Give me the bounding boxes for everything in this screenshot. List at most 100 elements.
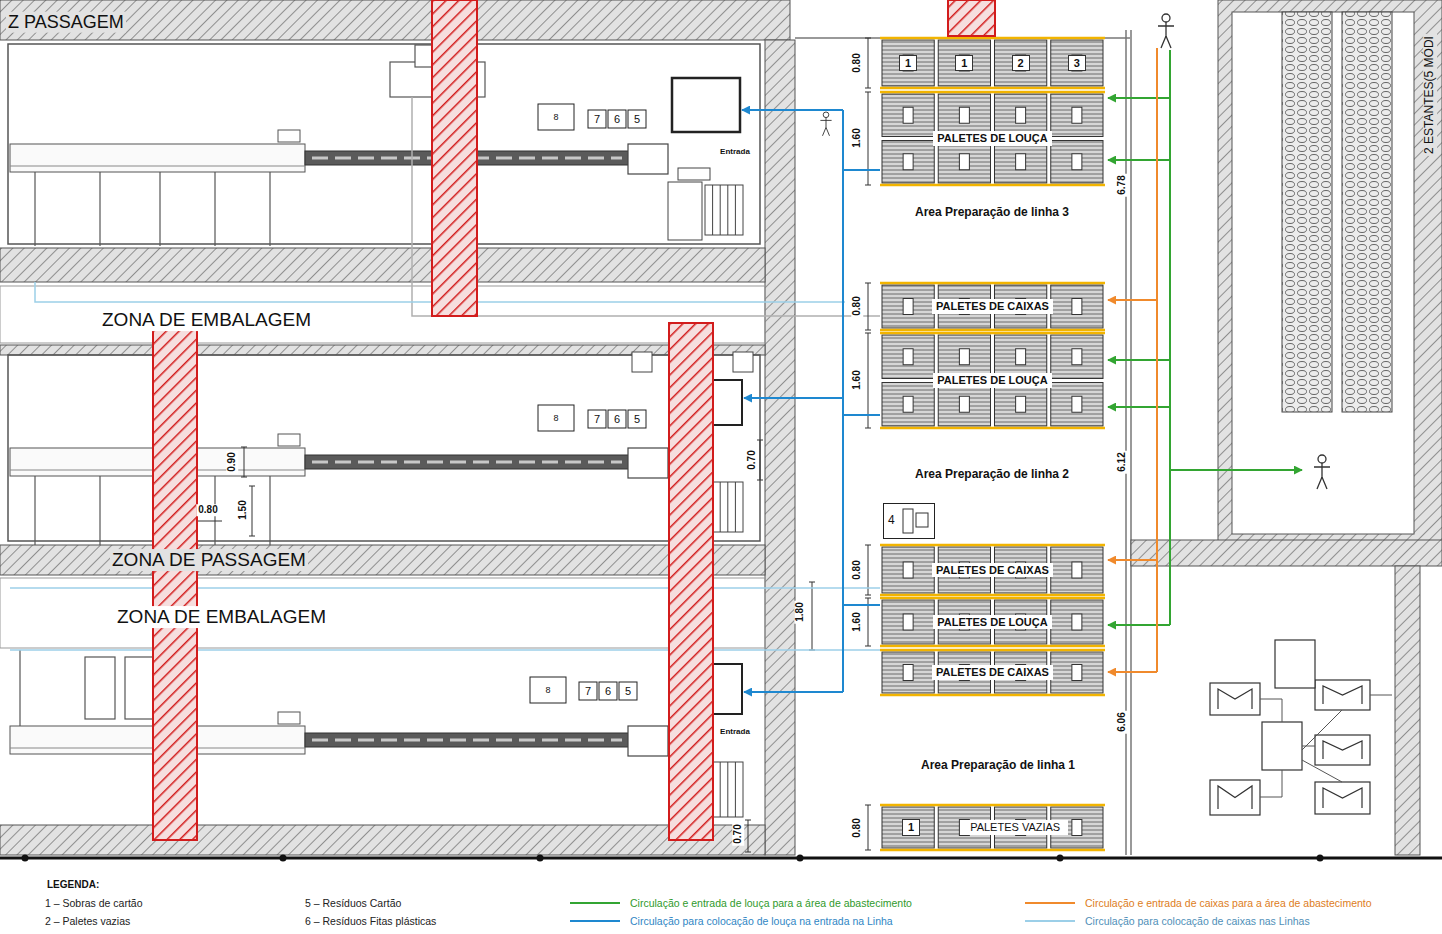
pallet [938,94,990,137]
wall [0,248,765,282]
pallet-block [903,665,913,681]
flow-arrow [1108,671,1157,673]
shelf [1342,12,1392,412]
pallet [995,652,1047,693]
link-line [1260,770,1282,797]
container-mark [1218,689,1252,709]
container-mark [1323,741,1362,759]
dimension-line [868,283,869,330]
rack [705,185,743,235]
equipment-box: 4 [883,503,935,539]
callout-number: 5 [634,113,640,125]
pallet-block [959,299,969,315]
legend-entry: Circulação para colocação de louça na en… [630,915,893,927]
pallet-block [1016,614,1026,630]
dimension-label: 0.80 [196,504,219,516]
legend-text: Circulação para colocação de louça na en… [630,915,893,927]
conveyor-sensor [278,130,300,142]
legend-text: Circulação e entrada de caixas para a ár… [1085,897,1372,909]
belt-rollers [312,739,622,742]
pallet [1051,383,1103,427]
area-outline [1125,30,1127,855]
room-outline [1232,12,1414,534]
pallet [995,40,1047,86]
legend-line-sample [570,920,620,922]
pallet-block [1072,614,1082,630]
callout-number: 1 [899,55,917,71]
pallet-block [903,396,913,412]
wall [0,545,765,575]
pallet [882,807,934,848]
flow-line [10,587,880,589]
packing-station [19,650,20,726]
pallet-edge [880,332,1105,335]
pallet-label: 1 [902,819,920,835]
pallet-edge [880,91,1105,94]
packing-station [269,476,270,545]
dimension-label: 0.80 [851,558,863,581]
wall [0,0,790,40]
outline-line [412,97,880,316]
dimension-label: 0.80 [851,51,863,74]
bin-box: 7 [579,682,598,701]
legend-text: 1 – Sobras de cartão [45,897,142,909]
pallet-row: PALETES DE CAIXAS [880,650,1105,695]
legend-text: 5 – Resíduos Cartão [305,897,401,909]
pallet-block [959,396,969,412]
dimension-line [868,805,869,850]
person-body [1158,22,1174,48]
dimension-label: 0.70 [746,448,758,471]
pallet-block [959,665,969,681]
legend-title: LEGENDA: [45,879,101,891]
pallet [938,547,990,593]
bin-box: 7 [588,410,607,429]
flow-line [843,169,880,171]
pallet [995,807,1047,848]
bin [668,182,702,240]
pallet-edge [880,282,1105,285]
container-mark [1323,686,1362,704]
pallet-block [1016,55,1026,71]
person-body [820,118,831,136]
dimension-tick [809,582,815,583]
packing-station [34,172,35,246]
bin-box: 5 [628,110,647,129]
line-entry-station [672,78,740,132]
pallet-block [1016,665,1026,681]
conveyor-belt [305,455,630,469]
wall [1131,540,1442,566]
conveyor-entry [628,144,668,174]
conveyor-edge [10,166,305,167]
legend-text: Circulação para colocação de caixas nas … [1085,915,1310,927]
legend-text: 2 – Paletes vazias [45,915,130,927]
equipment-symbol [916,513,928,527]
dimension-tick [865,598,871,599]
pallet-edge [880,329,1105,332]
rack-slot [727,185,728,235]
conveyor-sensor [278,434,300,446]
zone-label: ZONA DE EMBALAGEM [115,606,328,628]
entry-label: Entrada [718,147,752,156]
grid-dot [537,855,544,862]
bin-box: 6 [608,110,627,129]
pallet-block [1072,107,1082,123]
callout-number: 5 [625,685,631,697]
callout-number: 3 [1068,55,1086,71]
dimension-label: 0.90 [226,450,238,473]
dimension-label: 1.60 [851,368,863,391]
dimension-label: 6.12 [1116,450,1128,473]
flow-arrow [1108,406,1170,408]
bin-box: 6 [608,410,627,429]
pallet-block [959,614,969,630]
callout-number: 7 [594,413,600,425]
pallet-edge [880,694,1105,697]
pallet-block [959,55,969,71]
pallet [1051,94,1103,137]
machine [1262,722,1302,770]
belt-rollers [312,461,622,464]
pallet-label: PALETES DE LOUÇA [933,131,1051,145]
person-head [1162,14,1170,22]
pallet [938,285,990,328]
